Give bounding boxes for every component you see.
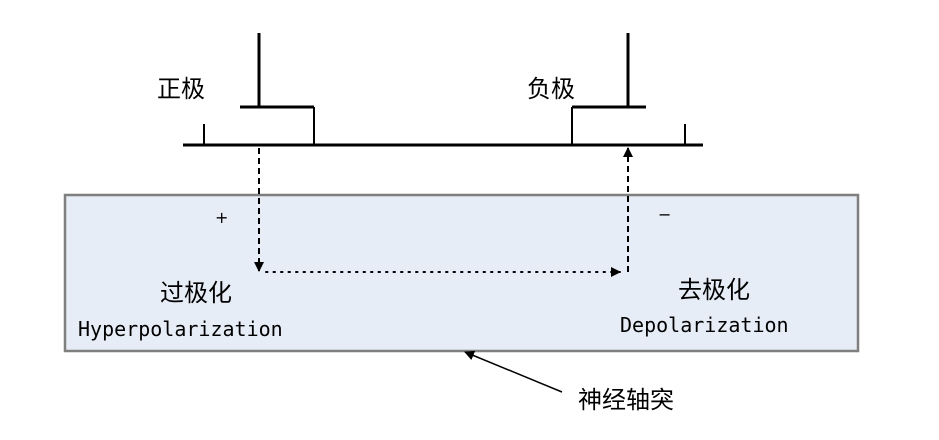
hyperpolarization-label-cn: 过极化 — [160, 279, 232, 307]
axon-label: 神经轴突 — [578, 386, 674, 414]
depolarization-label-cn: 去极化 — [678, 276, 750, 304]
positive-electrode-label: 正极 — [157, 75, 205, 103]
hyperpolarization-label-en: Hyperpolarization — [78, 317, 283, 341]
negative-electrode — [571, 33, 646, 145]
axon-pointer-arrow — [464, 350, 563, 393]
negative-electrode-label: 负极 — [527, 75, 575, 103]
positive-electrode — [240, 33, 315, 145]
plus-sign: + — [215, 208, 228, 227]
depolarization-label-en: Depolarization — [620, 313, 789, 337]
minus-sign: − — [658, 205, 671, 224]
